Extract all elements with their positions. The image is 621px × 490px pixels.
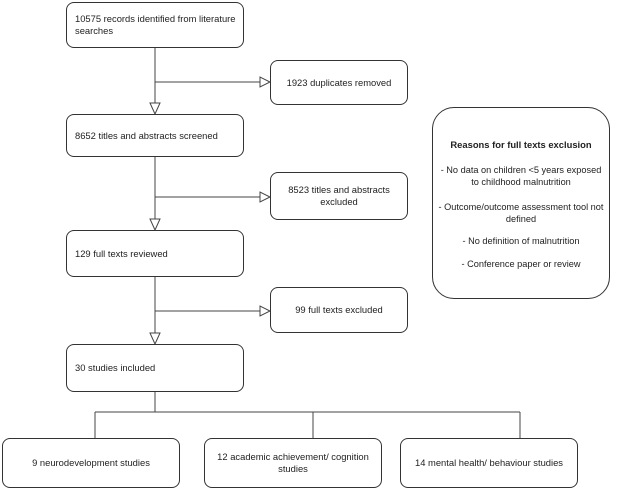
fulltext-excluded-box: 99 full texts excluded (270, 287, 408, 333)
screen-excluded-box: 8523 titles and abstracts excluded (270, 172, 408, 220)
fulltext-excluded-text: 99 full texts excluded (295, 304, 383, 315)
exclusion-reason-item: - No definition of malnutrition (462, 236, 580, 246)
outcome-text-mental-health: 14 mental health/ behaviour studies (414, 457, 563, 468)
outcome-text-neurodevelopment: 9 neurodevelopment studies (32, 457, 150, 468)
exclusion-reason-item: - Conference paper or review (461, 259, 581, 269)
arrowhead-down-3 (149, 332, 161, 346)
outcome-text-academic: 12 academic achievement/ cognition studi… (217, 451, 369, 474)
fulltexts-reviewed-box: 129 full texts reviewed (66, 230, 244, 277)
screen-excluded-text: 8523 titles and abstracts excluded (288, 184, 390, 207)
studies-included-text: 30 studies included (75, 362, 156, 373)
records-identified-box: 10575 records identified from literature… (66, 2, 244, 48)
arrowhead-down-1 (149, 102, 161, 116)
fulltexts-reviewed-text: 129 full texts reviewed (75, 247, 168, 259)
screened-box: 8652 titles and abstracts screened (66, 114, 244, 157)
arrowhead-right-3 (259, 305, 272, 317)
outcome-box-mental-health: 14 mental health/ behaviour studies (400, 438, 578, 488)
arrowhead-down-2 (149, 218, 161, 232)
outcome-box-academic: 12 academic achievement/ cognition studi… (204, 438, 382, 488)
exclusion-reason-item: - Outcome/outcome assessment tool not de… (438, 202, 604, 224)
screened-text: 8652 titles and abstracts screened (75, 129, 218, 141)
duplicates-removed-box: 1923 duplicates removed (270, 60, 408, 105)
duplicates-removed-text: 1923 duplicates removed (286, 76, 392, 88)
studies-included-box: 30 studies included (66, 344, 244, 392)
records-identified-text: 10575 records identified from literature… (75, 13, 236, 36)
arrowhead-right-1 (259, 76, 272, 88)
arrowhead-right-2 (259, 191, 272, 203)
exclusion-reasons-box: Reasons for full texts exclusion - No da… (432, 107, 610, 299)
exclusion-reason-item: - No data on children <5 years exposed t… (440, 165, 602, 187)
exclusion-reasons-title: Reasons for full texts exclusion (450, 139, 592, 150)
outcome-box-neurodevelopment: 9 neurodevelopment studies (2, 438, 180, 488)
